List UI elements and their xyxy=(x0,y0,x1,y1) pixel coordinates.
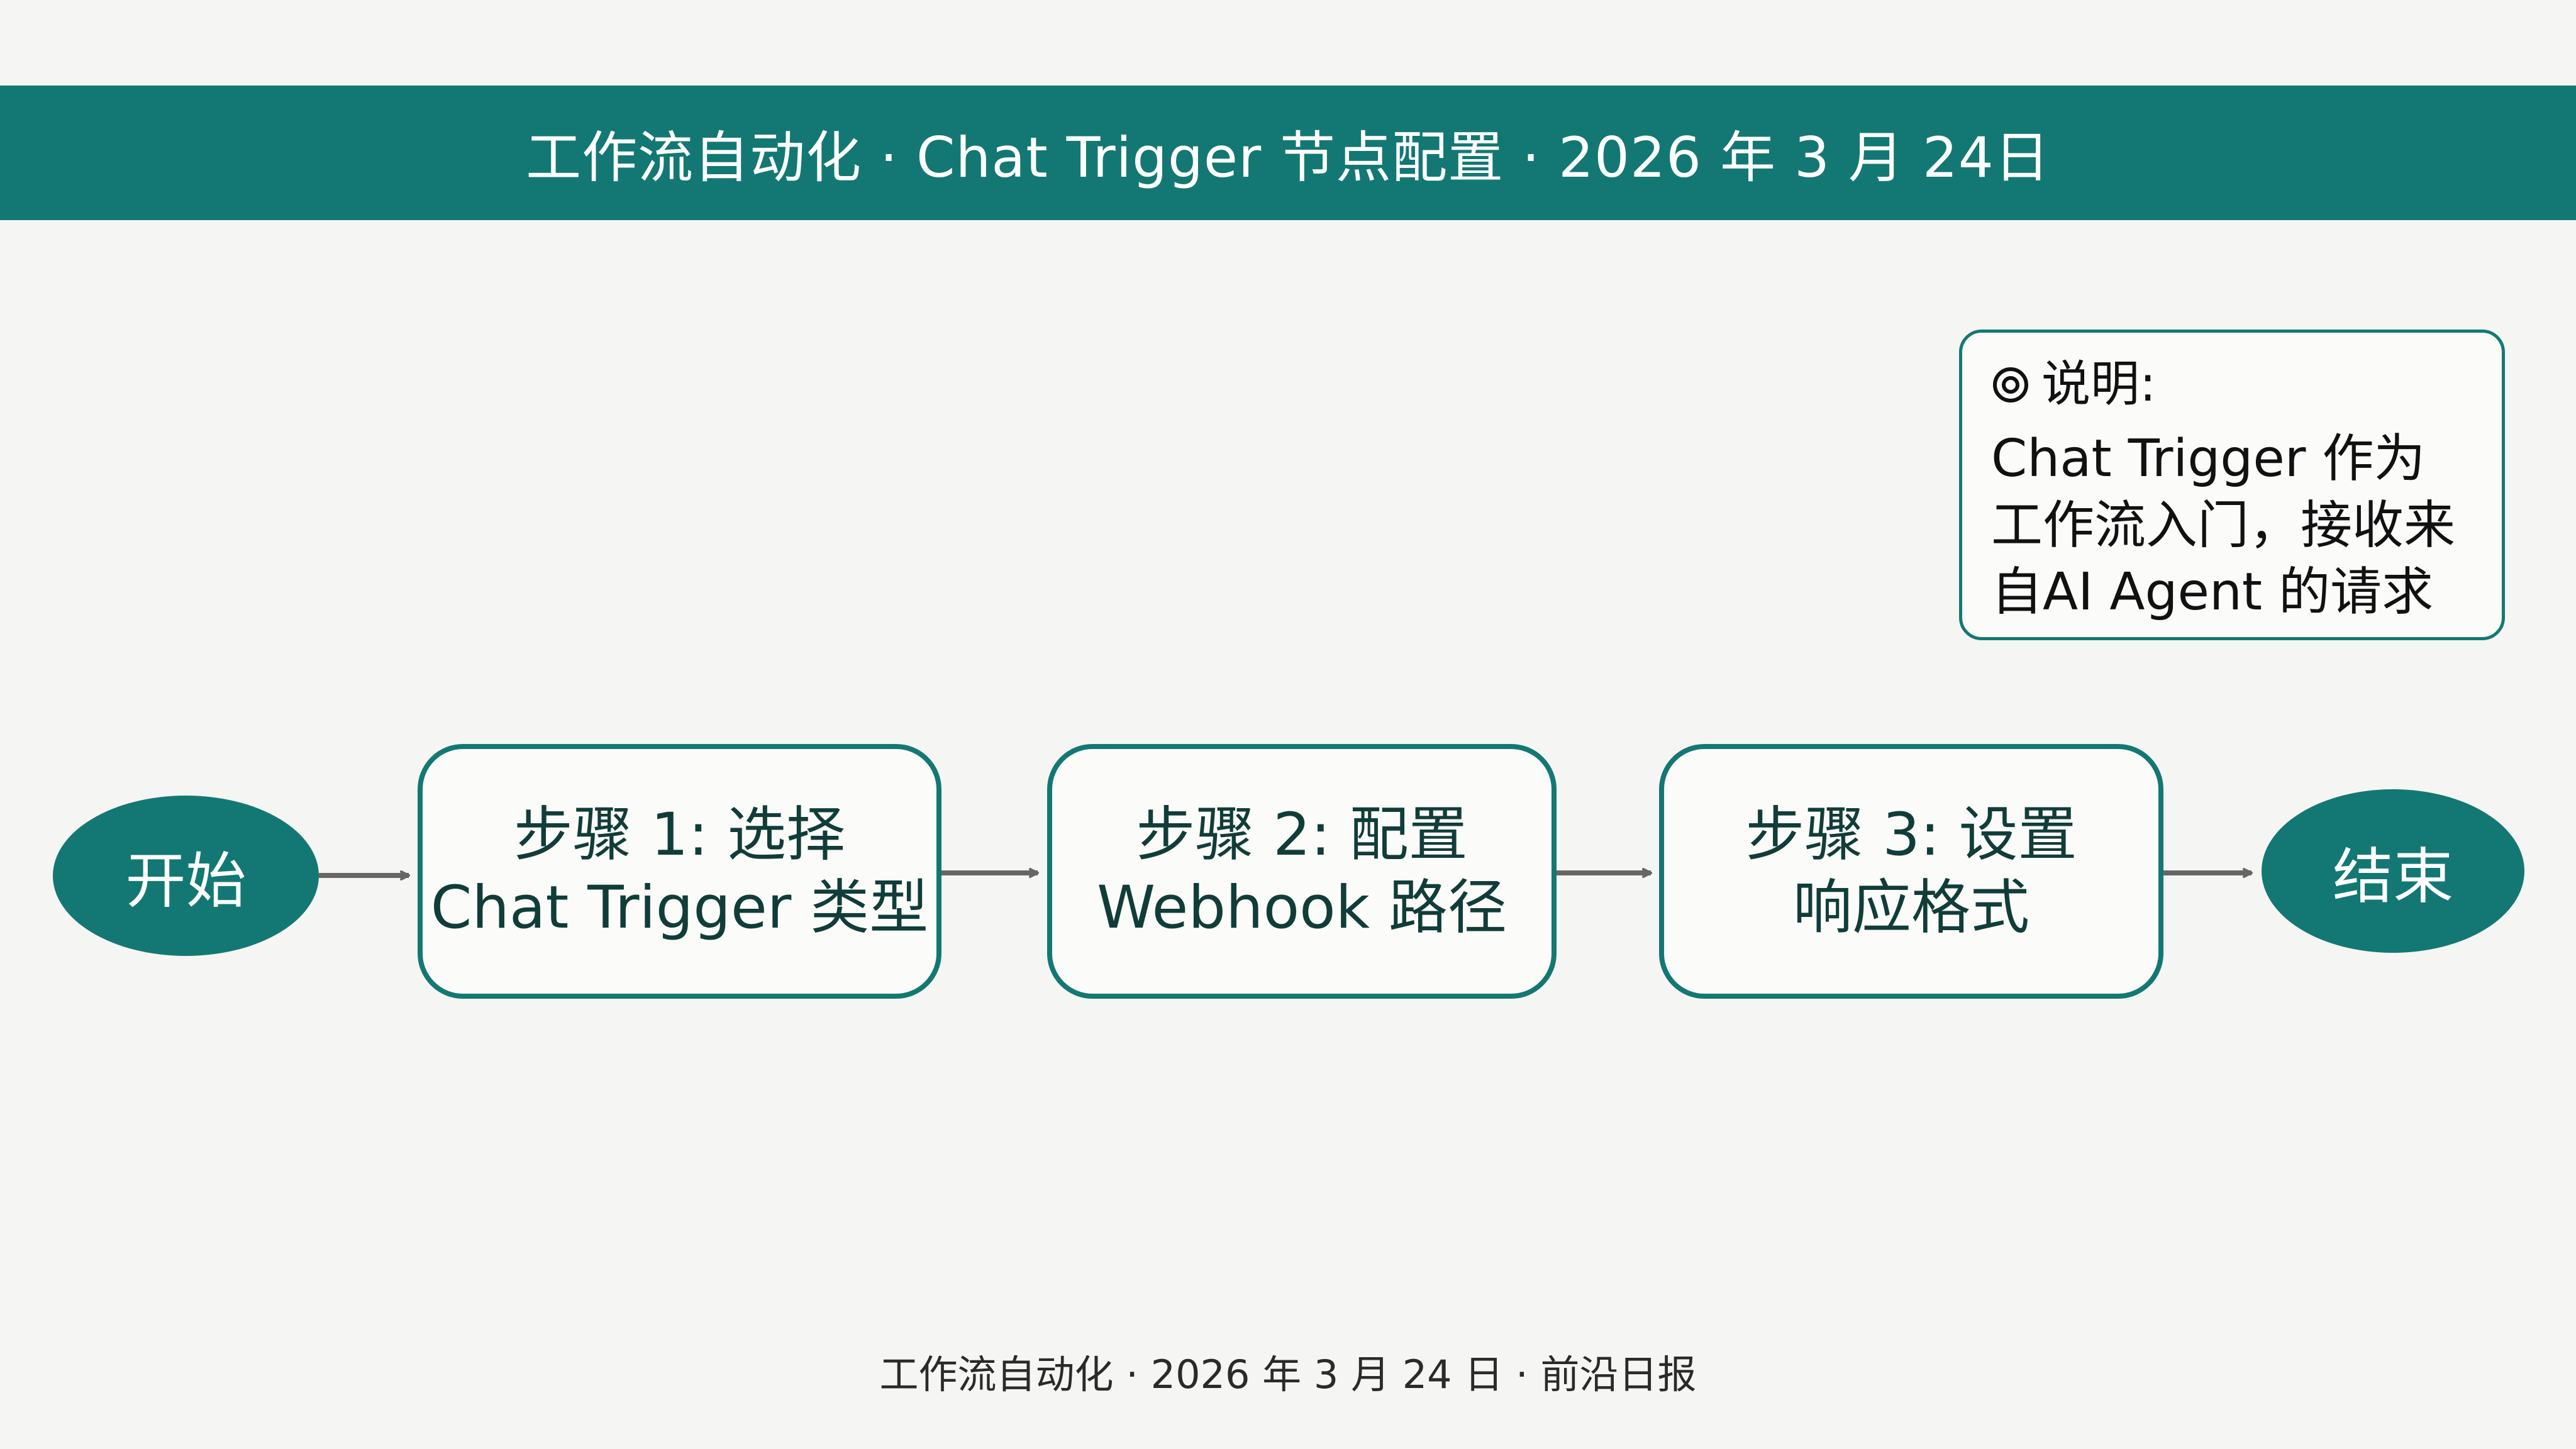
start-node: 开始 xyxy=(53,796,319,956)
note-box: 说明: Chat Trigger 作为工作流入门，接收来自AI Agent 的请… xyxy=(1959,330,2505,640)
step-2-detail: Webhook 路径 xyxy=(1097,873,1507,942)
header-banner: 工作流自动化 · Chat Trigger 节点配置 · 2026 年 3 月 … xyxy=(0,86,2576,220)
step-3-detail: 响应格式 xyxy=(1792,873,2029,942)
step-2-box: 步骤 2: 配置 Webhook 路径 xyxy=(1047,744,1557,999)
note-heading: 说明: xyxy=(1991,356,2477,413)
note-text: Chat Trigger 作为工作流入门，接收来自AI Agent 的请求 xyxy=(1991,428,2456,622)
step-3-box: 步骤 3: 设置 响应格式 xyxy=(1659,744,2163,999)
step-2-title: 步骤 2: 配置 xyxy=(1136,800,1468,869)
target-icon xyxy=(1993,367,2028,402)
step-1-detail: Chat Trigger 类型 xyxy=(430,873,929,942)
footer-caption: 工作流自动化 · 2026 年 3 月 24 日 · 前沿日报 xyxy=(879,1352,1697,1397)
page-title: 工作流自动化 · Chat Trigger 节点配置 · 2026 年 3 月 … xyxy=(526,125,2050,190)
step-1-box: 步骤 1: 选择 Chat Trigger 类型 xyxy=(418,744,941,999)
note-heading-text: 说明: xyxy=(2041,356,2157,413)
step-3-title: 步骤 3: 设置 xyxy=(1745,800,2077,869)
end-node: 结束 xyxy=(2262,789,2524,953)
step-1-title: 步骤 1: 选择 xyxy=(513,800,846,869)
